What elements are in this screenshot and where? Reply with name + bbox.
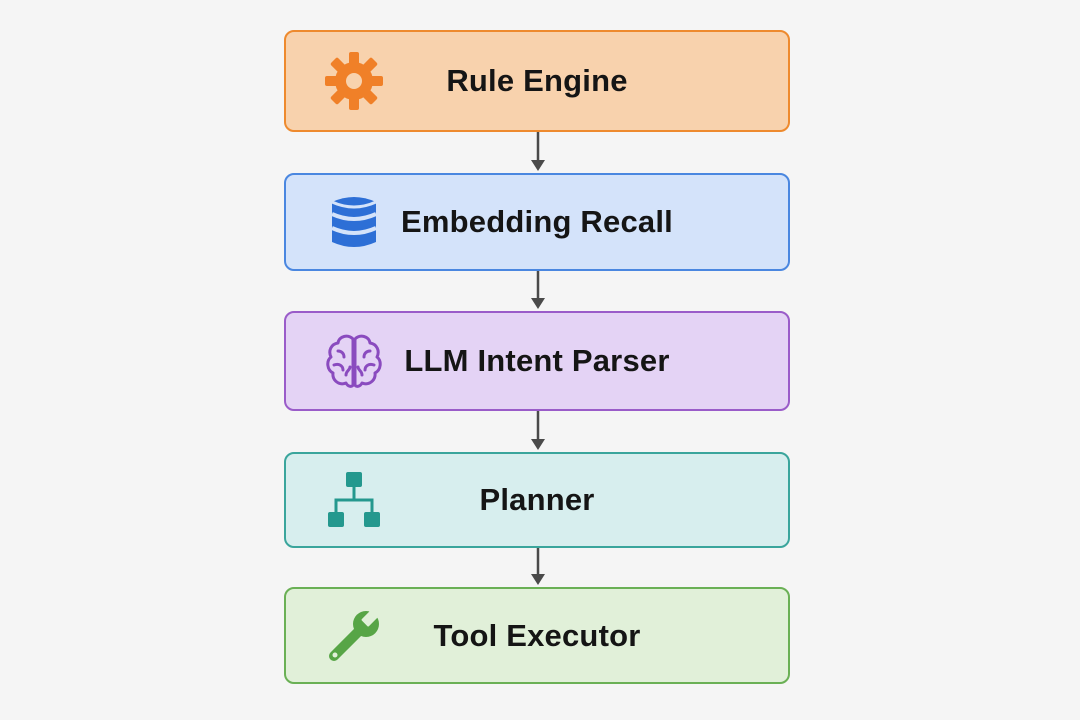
llm-intent-parser-box: LLM Intent Parser	[284, 311, 790, 411]
arrow-down-icon	[531, 132, 545, 171]
embedding-recall-label: Embedding Recall	[401, 204, 673, 239]
arrow-down-icon	[531, 548, 545, 585]
rule-engine-label: Rule Engine	[446, 63, 628, 98]
wrench-icon	[322, 604, 386, 668]
database-icon	[322, 190, 386, 254]
gear-icon	[322, 49, 386, 113]
planner-label: Planner	[479, 482, 595, 517]
arrow-down-icon	[531, 271, 545, 309]
llm-intent-parser-label: LLM Intent Parser	[404, 343, 670, 378]
embedding-recall-box: Embedding Recall	[284, 173, 790, 271]
planner-box: Planner	[284, 452, 790, 548]
tool-executor-label: Tool Executor	[433, 617, 641, 653]
tool-executor-box: Tool Executor	[284, 587, 790, 684]
hierarchy-icon	[322, 468, 386, 532]
rule-engine-box: Rule Engine	[284, 30, 790, 132]
arrow-down-icon	[531, 411, 545, 450]
brain-icon	[322, 329, 386, 393]
